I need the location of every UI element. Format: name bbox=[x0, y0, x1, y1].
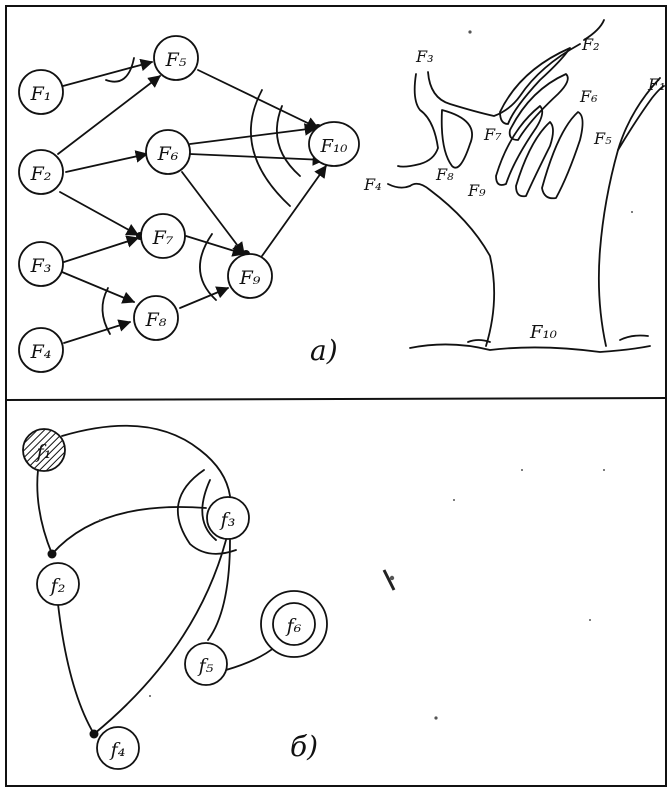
edge-f2-f6 bbox=[65, 150, 149, 173]
edge-f1-f5 bbox=[62, 58, 154, 87]
tree-branch-f3-upper bbox=[397, 73, 439, 168]
tree-branch-f1 bbox=[617, 85, 665, 151]
panel-a-edges bbox=[57, 57, 332, 344]
svg-text:F₆: F₆ bbox=[157, 143, 179, 165]
tree-illustration: F₁ F₂ F₃ F₄ F₅ F₆ F₇ F₈ F₉ F₁₀ bbox=[363, 19, 666, 353]
edge-f3-f7 bbox=[63, 235, 140, 263]
edge-f4-f8 bbox=[63, 319, 132, 344]
svg-text:f₆: f₆ bbox=[285, 615, 302, 637]
tree-leaf-f8 bbox=[440, 109, 473, 169]
tree-ground bbox=[409, 343, 651, 353]
panel-a-nodes: F₁ F₂ F₃ F₄ F₅ F₆ F₇ F₈ F₉ F₁₀ bbox=[18, 35, 360, 373]
edge-b-f2-f4 bbox=[57, 603, 95, 735]
edge-f6-f9 bbox=[181, 171, 245, 256]
tree-trunk-right bbox=[597, 77, 661, 347]
edge-b-f3-f5 bbox=[207, 539, 231, 641]
arc-b-f3-inner bbox=[201, 479, 217, 541]
tree-ground-3 bbox=[619, 334, 649, 341]
junction-b-f4 bbox=[89, 729, 99, 739]
tree-label-f9: F₉ bbox=[467, 181, 486, 200]
node-b-f6: f₆ bbox=[260, 590, 328, 658]
svg-text:F₇: F₇ bbox=[152, 227, 174, 249]
svg-text:f₅: f₅ bbox=[197, 655, 214, 677]
node-b-f5: f₅ bbox=[184, 642, 228, 686]
tree-leaf-2 bbox=[508, 73, 569, 141]
arc-f5-and bbox=[105, 57, 135, 83]
edge-f2-f5 bbox=[57, 75, 162, 155]
arc-f10-and-inner bbox=[276, 105, 301, 177]
svg-text:F₄: F₄ bbox=[30, 341, 52, 363]
edge-b-f3-f4 bbox=[93, 539, 227, 735]
tree-trunk-left bbox=[387, 182, 496, 347]
edge-b-f1-f2 bbox=[36, 469, 53, 555]
tree-label-f6: F₆ bbox=[579, 87, 598, 106]
edge-f6-f10-a bbox=[189, 123, 318, 145]
node-f9: F₉ bbox=[227, 253, 273, 299]
arc-f8-and bbox=[101, 287, 111, 335]
tree-label-f8: F₈ bbox=[435, 165, 454, 184]
svg-text:f₁: f₁ bbox=[35, 441, 52, 463]
tree-label-f2: F₂ bbox=[581, 35, 600, 54]
panel-b-edges bbox=[36, 424, 277, 739]
tree-label-f1: F₁ bbox=[647, 75, 666, 94]
edge-f6-f10-b bbox=[189, 153, 326, 166]
svg-text:F₁: F₁ bbox=[30, 83, 52, 105]
edge-f3-f8 bbox=[61, 271, 136, 304]
svg-text:F₃: F₃ bbox=[30, 255, 52, 277]
node-b-f4: f₄ bbox=[96, 726, 140, 770]
edge-f9-f10 bbox=[261, 164, 327, 257]
edge-b-f2-f3 bbox=[51, 506, 207, 555]
node-f4: F₄ bbox=[18, 327, 64, 373]
scan-noise bbox=[99, 30, 633, 720]
tree-label-f7: F₇ bbox=[483, 125, 502, 144]
node-f3: F₃ bbox=[18, 241, 64, 287]
figure-frame bbox=[5, 5, 667, 787]
arc-f9-and bbox=[199, 233, 217, 301]
node-f6: F₆ bbox=[145, 129, 191, 175]
node-b-f1: f₁ bbox=[22, 428, 66, 472]
tree-leaf-1 bbox=[499, 47, 571, 125]
tree-label-f5: F₅ bbox=[593, 129, 612, 148]
svg-text:F₉: F₉ bbox=[239, 267, 261, 289]
arc-f10-and-outer bbox=[249, 89, 291, 207]
node-f7: F₇ bbox=[140, 213, 186, 259]
tree-label-f3: F₃ bbox=[415, 47, 434, 66]
svg-text:f₃: f₃ bbox=[219, 509, 236, 531]
tree-label-f4: F₄ bbox=[363, 175, 382, 194]
node-b-f2: f₂ bbox=[36, 562, 80, 606]
node-f10: F₁₀ bbox=[308, 121, 360, 167]
junction-b-f2 bbox=[47, 549, 57, 559]
edge-b-f5-f6 bbox=[225, 645, 277, 671]
svg-text:f₂: f₂ bbox=[49, 575, 66, 597]
svg-text:F₅: F₅ bbox=[165, 49, 187, 71]
edge-b-f1-f3 bbox=[61, 424, 231, 497]
edge-f8-f9 bbox=[179, 286, 230, 309]
svg-text:F₂: F₂ bbox=[30, 163, 52, 185]
node-f5: F₅ bbox=[153, 35, 199, 81]
tree-leaf-4 bbox=[515, 121, 554, 198]
edge-f7-f9 bbox=[185, 235, 246, 257]
panel-b-nodes: f₁ f₂ f₃ f₄ f₅ f₆ bbox=[22, 428, 328, 770]
tree-leaf-3 bbox=[495, 105, 544, 186]
svg-text:f₄: f₄ bbox=[109, 739, 126, 761]
svg-text:F₁₀: F₁₀ bbox=[320, 136, 348, 157]
svg-text:F₈: F₈ bbox=[145, 309, 167, 331]
node-f8: F₈ bbox=[133, 295, 179, 341]
panel-divider bbox=[5, 397, 667, 401]
arc-b-f3-outer bbox=[176, 469, 237, 555]
node-f2: F₂ bbox=[18, 149, 64, 195]
tree-leaf-5 bbox=[541, 111, 584, 200]
panel-b-caption: б) bbox=[290, 730, 318, 763]
tree-branch-f3-lower bbox=[427, 43, 581, 117]
tree-label-f10: F₁₀ bbox=[529, 322, 557, 343]
tree-branch-f2 bbox=[583, 19, 605, 41]
node-b-f3: f₃ bbox=[206, 496, 250, 540]
panel-a-caption: а) bbox=[310, 334, 338, 367]
node-f1: F₁ bbox=[18, 69, 64, 115]
edge-f2-f7 bbox=[59, 191, 140, 236]
